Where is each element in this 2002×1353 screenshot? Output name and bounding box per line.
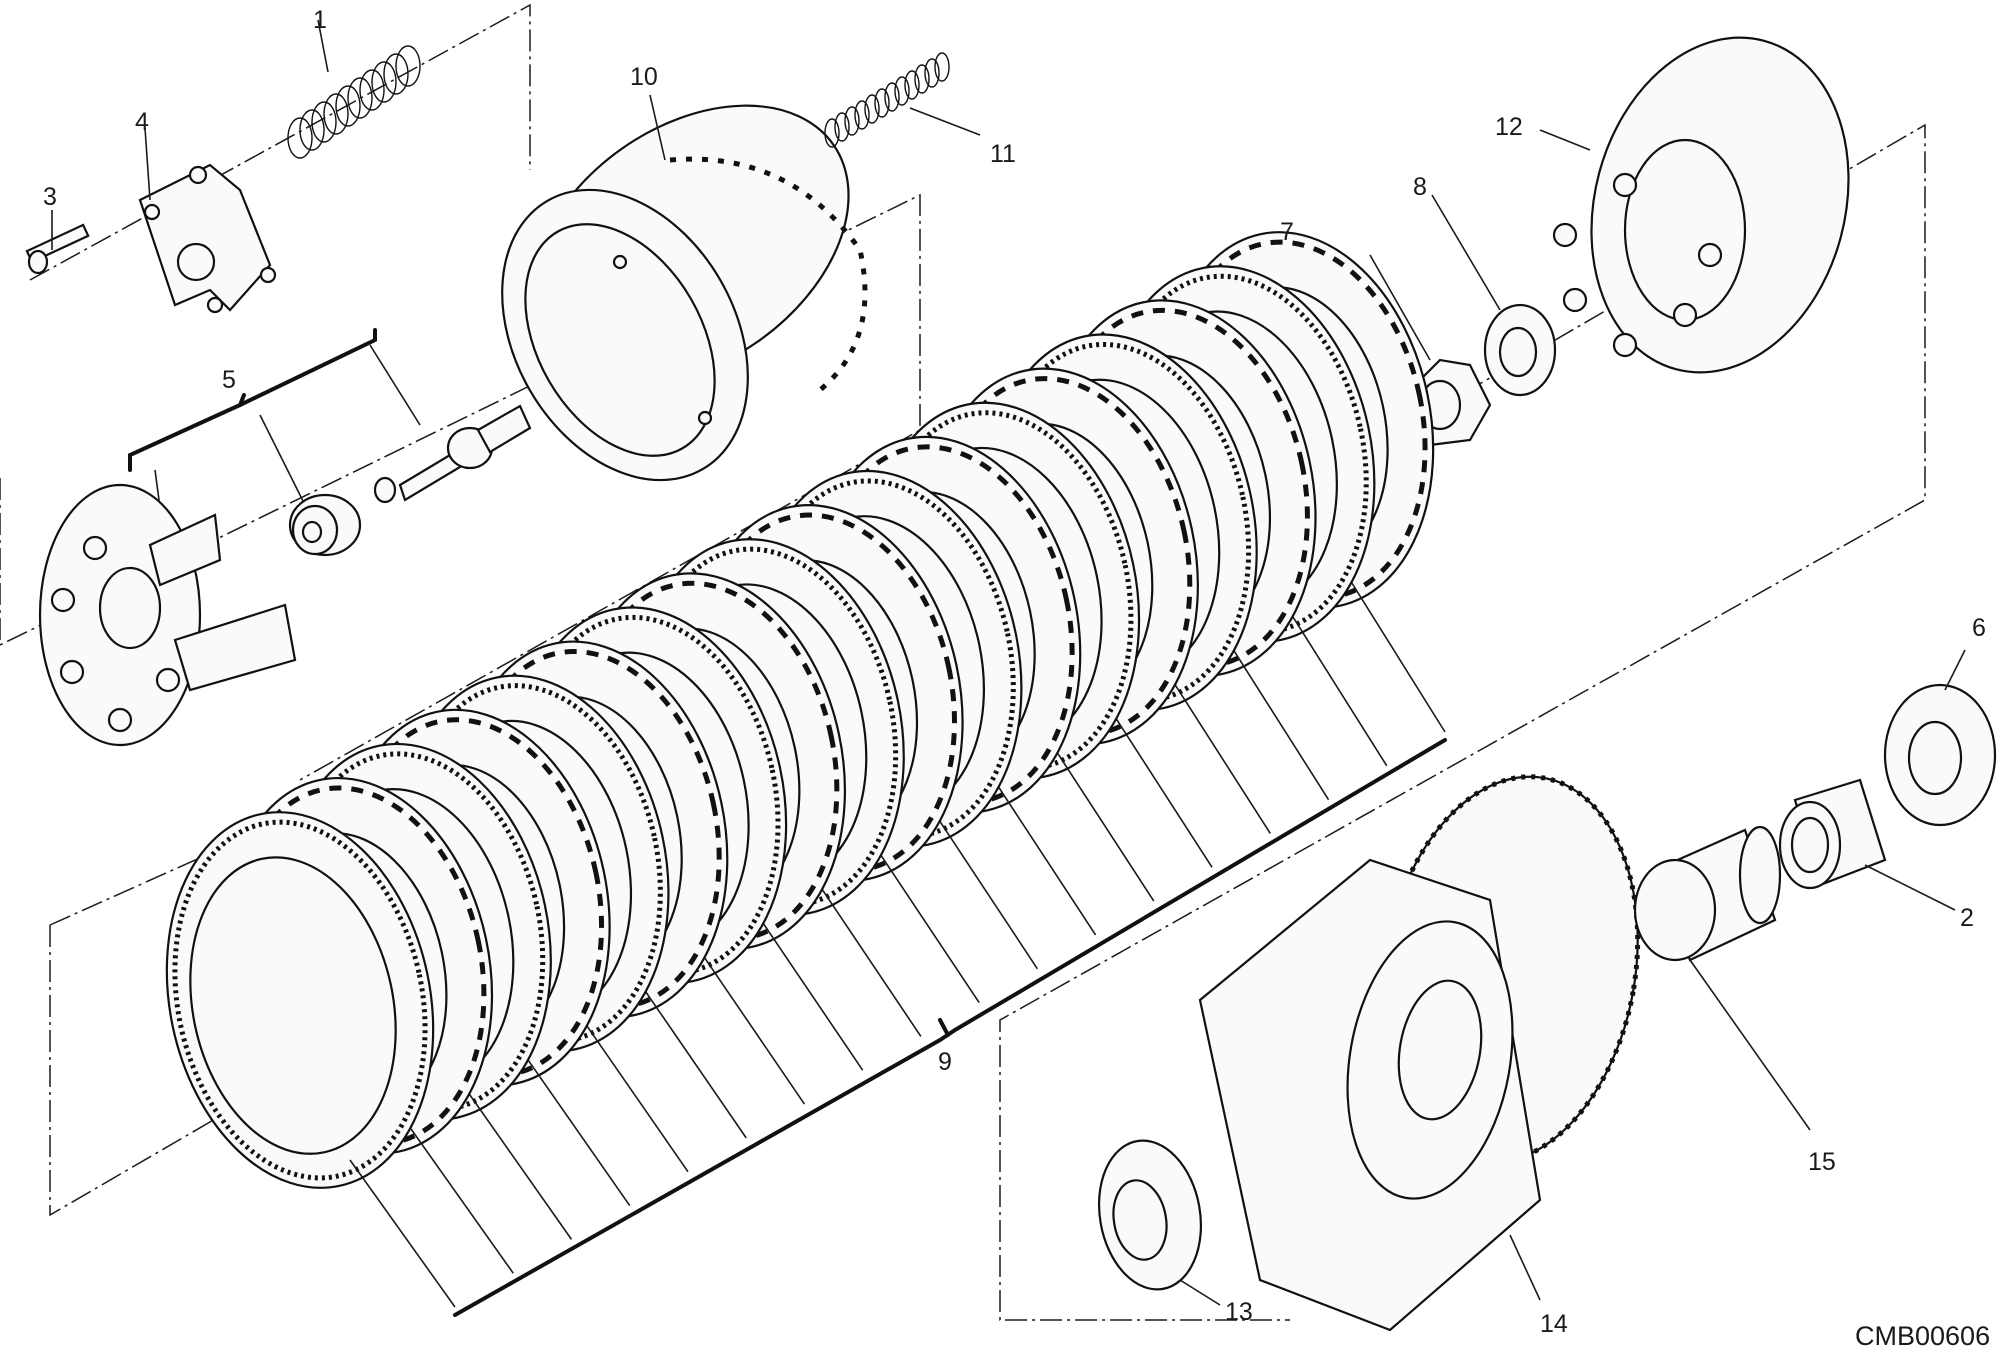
- plate-leader-line: [643, 988, 747, 1139]
- plate-leader-line: [1114, 716, 1213, 868]
- callout-10: 10: [630, 63, 658, 91]
- plate-leader-line: [819, 886, 922, 1037]
- part-2-bushing: [1778, 778, 1956, 911]
- plate-leader-line: [584, 1023, 689, 1173]
- callout-12: 12: [1495, 113, 1523, 141]
- part-6-washer: [1883, 649, 1997, 827]
- callout-1: 1: [313, 6, 327, 34]
- callout-9: 9: [938, 1048, 952, 1076]
- callout-3: 3: [43, 183, 57, 211]
- part-1-spring: [287, 19, 421, 159]
- plate-leader-line: [1349, 579, 1446, 733]
- plate-leader-line: [408, 1125, 514, 1274]
- callout-6: 6: [1972, 614, 1986, 642]
- part-13-washer: [1097, 1139, 1221, 1306]
- plate-leader-line: [761, 920, 864, 1071]
- part-10-drum: [501, 94, 868, 482]
- part-8-washer: [1431, 194, 1557, 397]
- part-12-hub: [1539, 36, 1850, 374]
- plate-leader-line: [937, 818, 1039, 970]
- callout-5: 5: [222, 366, 236, 394]
- part-3-screw: [25, 210, 90, 275]
- callout-13: 13: [1225, 1298, 1253, 1326]
- plate-leader-line: [1231, 647, 1330, 801]
- plate-leader-line: [1172, 681, 1271, 834]
- part-14-basket: [1198, 774, 1641, 1332]
- plate-leader-line: [1055, 750, 1155, 902]
- plate-leader-line: [525, 1057, 631, 1206]
- part-9-plate-stack: [165, 231, 1447, 1317]
- part-11-spring: [824, 52, 981, 148]
- callout-4: 4: [135, 108, 149, 136]
- callout-8: 8: [1413, 173, 1427, 201]
- friction-plate: [165, 811, 435, 1189]
- plate-leader-line: [878, 852, 980, 1004]
- callout-14: 14: [1540, 1310, 1568, 1338]
- callout-11: 11: [990, 140, 1016, 168]
- callout-2: 2: [1960, 904, 1974, 932]
- callout-15: 15: [1808, 1148, 1836, 1176]
- callout-labels: 1 2 3 4 5 6 7 8 9 10 11 12 13 14 15 CMB0…: [43, 6, 1990, 1351]
- plate-leader-line: [996, 784, 1097, 936]
- part-15-needle-bearing: [1633, 825, 1811, 1131]
- plate-leader-line: [349, 1159, 456, 1308]
- drawing-code: CMB00606: [1855, 1321, 1990, 1351]
- plate-leader-line: [1290, 613, 1388, 767]
- part-5-assembly: [38, 328, 532, 747]
- callout-7: 7: [1280, 218, 1294, 246]
- part-4-plate: [138, 127, 277, 314]
- plate-leader-line: [466, 1091, 573, 1240]
- plate-leader-line: [702, 954, 806, 1105]
